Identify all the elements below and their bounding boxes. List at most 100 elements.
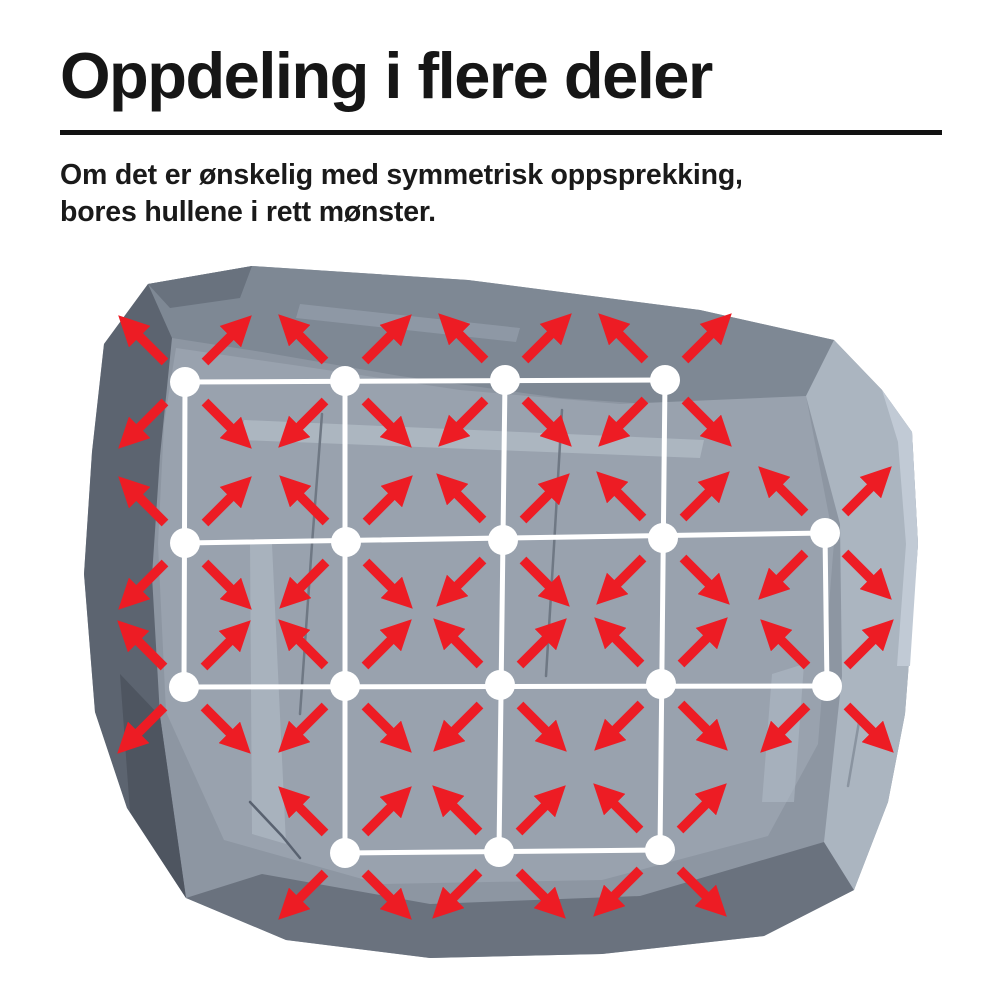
split-direction-arrow xyxy=(432,785,483,836)
split-direction-arrow xyxy=(278,619,329,670)
header: Oppdeling i flere deler Om det er ønskel… xyxy=(60,42,942,232)
split-direction-arrow xyxy=(433,701,484,752)
drill-hole xyxy=(810,518,840,548)
split-direction-arrow xyxy=(361,314,412,365)
split-direction-arrow xyxy=(521,313,572,364)
subtitle-line-2: bores hullene i rett mønster. xyxy=(60,196,436,229)
split-direction-arrow xyxy=(598,313,649,364)
rock-crack xyxy=(846,714,862,788)
drill-hole xyxy=(330,671,360,701)
split-direction-arrow xyxy=(758,549,809,600)
grid-line xyxy=(496,377,508,855)
drill-hole xyxy=(488,525,518,555)
split-direction-arrow xyxy=(676,866,727,917)
split-direction-arrow xyxy=(117,703,168,754)
split-direction-arrow xyxy=(758,466,809,517)
split-direction-arrow xyxy=(594,700,645,751)
split-direction-arrow xyxy=(361,702,412,753)
split-direction-arrow xyxy=(278,397,329,448)
split-direction-arrow xyxy=(118,315,169,366)
subtitle-line-1: Om det er ønskelig med symmetrisk oppspr… xyxy=(60,158,743,191)
rock-crack xyxy=(298,412,324,716)
split-direction-arrow xyxy=(681,313,732,364)
drill-hole xyxy=(484,837,514,867)
rock-facet xyxy=(250,542,286,844)
diagram xyxy=(0,246,1000,980)
split-direction-arrow xyxy=(201,398,252,449)
split-direction-arrow xyxy=(596,554,647,605)
split-direction-arrow xyxy=(519,473,570,524)
page-title: Oppdeling i flere deler xyxy=(60,39,713,112)
split-direction-arrow xyxy=(841,466,892,517)
split-direction-arrow xyxy=(278,786,329,837)
split-arrows xyxy=(117,313,894,920)
split-direction-arrow xyxy=(843,702,894,753)
rock-crack xyxy=(248,800,302,860)
split-direction-arrow xyxy=(279,475,330,526)
split-direction-arrow xyxy=(516,618,567,669)
rock-facet xyxy=(148,266,252,308)
split-direction-arrow xyxy=(515,785,566,836)
split-direction-arrow xyxy=(843,619,894,670)
split-direction-arrow xyxy=(362,558,413,609)
split-direction-arrow xyxy=(679,554,730,605)
split-direction-arrow xyxy=(361,397,412,448)
split-direction-arrow xyxy=(841,549,892,600)
split-direction-arrow xyxy=(278,869,329,920)
split-direction-arrow xyxy=(594,617,645,668)
split-direction-arrow xyxy=(201,559,252,610)
split-direction-arrow xyxy=(519,556,570,607)
grid-line xyxy=(822,530,830,689)
split-direction-arrow xyxy=(279,558,330,609)
split-direction-arrow xyxy=(361,869,412,920)
diagram-svg xyxy=(84,266,918,958)
split-direction-arrow xyxy=(201,476,252,527)
split-direction-arrow xyxy=(118,559,169,610)
split-direction-arrow xyxy=(362,475,413,526)
split-direction-arrow xyxy=(432,868,483,919)
subtitle: Om det er ønskelig med symmetrisk oppspr… xyxy=(60,157,942,233)
split-direction-arrow xyxy=(681,396,732,447)
rock-facet xyxy=(882,390,918,666)
grid-line xyxy=(657,377,668,853)
split-direction-arrow xyxy=(278,702,329,753)
title-divider xyxy=(60,129,942,135)
split-direction-arrow xyxy=(361,619,412,670)
split-direction-arrow xyxy=(516,701,567,752)
drill-hole xyxy=(485,670,515,700)
split-direction-arrow xyxy=(598,396,649,447)
drill-hole xyxy=(331,527,361,557)
split-direction-arrow xyxy=(201,315,252,366)
split-direction-arrow xyxy=(677,700,728,751)
split-direction-arrow xyxy=(676,783,727,834)
split-direction-arrow xyxy=(438,396,489,447)
drill-hole xyxy=(646,669,676,699)
split-direction-arrow xyxy=(117,620,168,671)
split-direction-arrow xyxy=(515,868,566,919)
split-direction-arrow xyxy=(433,618,484,669)
drill-hole xyxy=(648,523,678,553)
drill-hole xyxy=(170,367,200,397)
drill-hole xyxy=(170,528,200,558)
split-direction-arrow xyxy=(596,471,647,522)
drill-hole xyxy=(812,671,842,701)
rock-facet xyxy=(186,842,854,958)
split-direction-arrow xyxy=(200,620,251,671)
split-direction-arrow xyxy=(118,476,169,527)
split-direction-arrow xyxy=(118,398,169,449)
split-direction-arrow xyxy=(593,866,644,917)
split-direction-arrow xyxy=(436,473,487,524)
split-direction-arrow xyxy=(593,783,644,834)
drill-hole xyxy=(330,366,360,396)
split-direction-arrow xyxy=(436,556,487,607)
rock-facet xyxy=(240,420,704,458)
drill-hole xyxy=(645,835,675,865)
split-direction-arrow xyxy=(679,471,730,522)
split-direction-arrow xyxy=(278,314,329,365)
split-direction-arrow xyxy=(760,702,811,753)
split-direction-arrow xyxy=(200,703,251,754)
drill-hole xyxy=(169,672,199,702)
drill-hole xyxy=(650,365,680,395)
split-direction-arrow xyxy=(677,617,728,668)
split-direction-arrow xyxy=(760,619,811,670)
